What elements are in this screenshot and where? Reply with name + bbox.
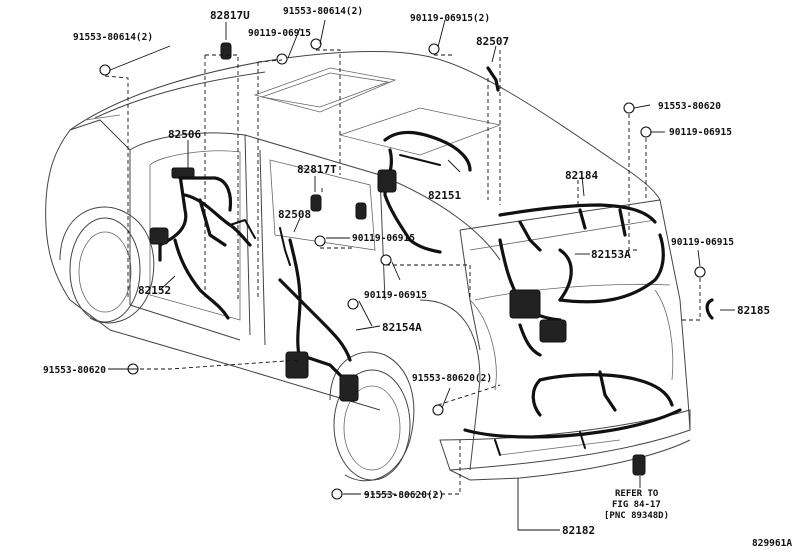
label-82185: 82185 <box>737 304 770 317</box>
harness-82506 <box>178 176 233 212</box>
grommet-82817U <box>220 42 232 60</box>
label-82817U: 82817U <box>210 9 250 22</box>
figure-id: 829961A <box>752 538 792 549</box>
harness-82152 <box>149 167 256 320</box>
refer-note-line2: FIG 84-17 <box>612 500 661 510</box>
connector-89348D <box>632 454 646 476</box>
harness-82182 <box>463 370 682 456</box>
refer-note-line3: [PNC 89348D) <box>604 511 669 521</box>
label-90119-06915-lower: 90119-06915 <box>364 290 427 301</box>
harness-82185 <box>705 298 714 320</box>
label-90119-06915-right: 90119-06915 <box>669 127 732 138</box>
leader-lines <box>104 19 735 531</box>
label-91553-80620-2-bottom: 91553-80620(2) <box>364 490 444 501</box>
label-91553-80614-2-top: 91553-80614(2) <box>283 6 363 17</box>
label-82152: 82152 <box>138 284 171 297</box>
label-90119-06915-far-right: 90119-06915 <box>671 237 734 248</box>
label-82508: 82508 <box>278 208 311 221</box>
harness-82151 <box>377 130 472 254</box>
label-82151: 82151 <box>428 189 461 202</box>
label-91553-80620-right: 91553-80620 <box>658 101 721 112</box>
label-90119-06915-2: 90119-06915(2) <box>410 13 490 24</box>
label-91553-80620-2-middle: 91553-80620(2) <box>412 373 492 384</box>
harness-82184 <box>498 203 657 252</box>
grommet-82817T <box>310 194 367 220</box>
label-82182: 82182 <box>562 524 595 537</box>
refer-note-line1: REFER TO <box>615 489 659 499</box>
bolt-icons <box>99 38 706 500</box>
vehicle-body-outline <box>45 51 691 482</box>
harness-82507 <box>486 66 500 92</box>
label-90119-06915-top: 90119-06915 <box>248 28 311 39</box>
label-82153A: 82153A <box>591 248 631 261</box>
label-82507: 82507 <box>476 35 509 48</box>
label-91553-80620-left: 91553-80620 <box>43 365 106 376</box>
label-90119-06915-middle: 90119-06915 <box>352 233 415 244</box>
part-labels: 82817U 91553-80614(2) 91553-80614(2) 901… <box>43 6 792 549</box>
harness-82153A <box>498 233 665 357</box>
harness-82154A <box>278 238 359 402</box>
label-82506: 82506 <box>168 128 201 141</box>
harness-82508 <box>279 227 291 266</box>
label-82154A: 82154A <box>382 321 422 334</box>
label-82817T: 82817T <box>297 163 337 176</box>
label-82184: 82184 <box>565 169 598 182</box>
label-91553-80614-2-left: 91553-80614(2) <box>73 32 153 43</box>
